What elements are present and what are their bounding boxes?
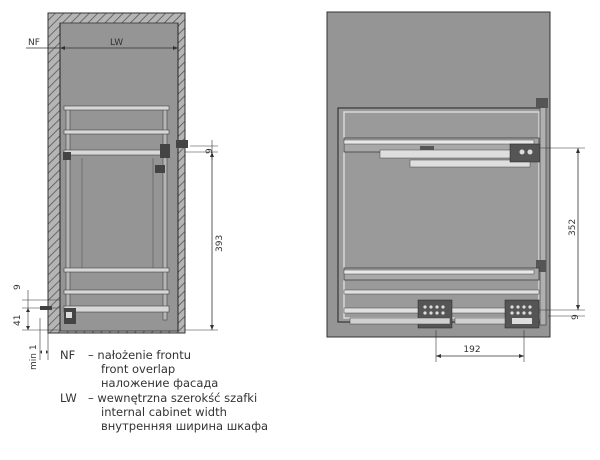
dim-min1-label: min 1	[29, 344, 39, 370]
legend-line: внутренняя ширина шкафа	[101, 419, 269, 434]
dim-9-right-label: 9	[571, 314, 581, 320]
dim-9-top-label: 9	[205, 148, 215, 154]
legend-line: – nałożenie frontu	[88, 348, 192, 362]
dim-393-label: 393	[215, 235, 225, 252]
dim-9-left-label: 9	[13, 284, 23, 290]
frame-upright-right	[162, 107, 168, 321]
front-view: NF LW 393 9 9 41 min 1	[13, 12, 225, 370]
legend-key: LW	[60, 390, 77, 405]
dim-352-label: 352	[568, 219, 578, 236]
cabinet-interior	[59, 22, 179, 332]
legend-line: наложение фасада	[101, 376, 219, 391]
dim-lw-label: LW	[110, 38, 123, 48]
legend-item-nf: NF – nałożenie frontu front overlap нало…	[60, 348, 268, 391]
shelf-5	[63, 289, 170, 295]
side-view: 352 9 192	[326, 11, 585, 362]
legend: NF – nałożenie frontu front overlap нало…	[60, 348, 268, 433]
dim-nf-label: NF	[28, 38, 40, 48]
legend-line: front overlap	[101, 362, 176, 377]
legend-line: internal cabinet width	[101, 404, 227, 419]
legend-key: NF	[60, 348, 76, 362]
dim-41-label: 41	[13, 315, 23, 326]
shelf-4	[63, 267, 170, 273]
shelf-2	[63, 129, 170, 135]
frame-upright-left	[65, 107, 71, 321]
shelf-3	[63, 149, 170, 156]
legend-line: – wewnętrzna szerokść szafki	[88, 390, 258, 405]
shelf-6	[63, 305, 170, 313]
shelf-1	[63, 105, 170, 111]
dim-192-label: 192	[463, 345, 480, 355]
legend-item-lw: LW – wewnętrzna szerokść szafki internal…	[60, 391, 268, 434]
